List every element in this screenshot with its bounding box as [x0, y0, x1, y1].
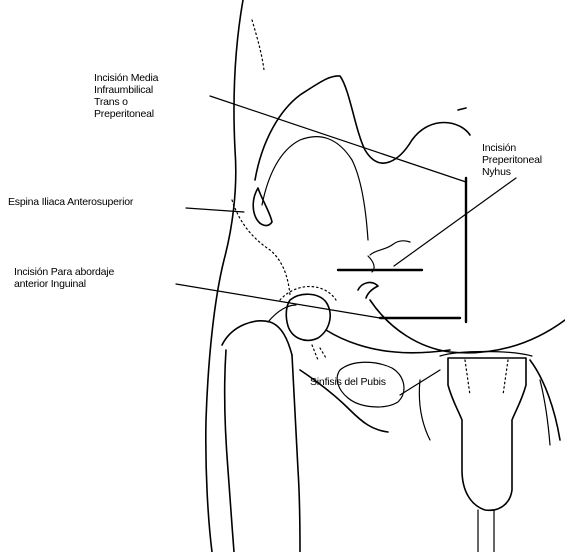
- label-incision-preperitoneal: Incisión Preperitoneal Nyhus: [482, 142, 542, 178]
- superior-pubic-ramus: [326, 330, 450, 353]
- right-ramus-lower: [419, 380, 430, 440]
- label-espina-iliaca-line1: Espina Iliaca Anterosuperior: [8, 196, 133, 208]
- label-incision-preperitoneal-line1: Incisión: [482, 142, 542, 154]
- right-pubic-ramus: [530, 360, 560, 440]
- leader-sinfisis: [400, 370, 440, 395]
- femur-shaft-right: [292, 355, 300, 552]
- femur-neck-line: [268, 305, 296, 322]
- label-incision-preperitoneal-line3: Nyhus: [482, 166, 542, 178]
- anterior-superior-iliac-spine: [253, 188, 272, 225]
- label-incision-inguinal-line2: anterior Inguinal: [14, 278, 114, 290]
- femur-shaft-left: [225, 350, 234, 552]
- femur-greater-trochanter: [222, 321, 292, 355]
- label-incision-inguinal: Incisión Para abordaje anterior Inguinal: [14, 266, 114, 290]
- pelvis-inlet-right: [370, 300, 565, 353]
- label-sinfisis: Sinfisis del Pubis: [310, 376, 386, 388]
- iliac-crest-outline: [255, 76, 470, 180]
- label-incision-media-line4: Preperitoneal: [94, 108, 158, 120]
- label-espina-iliaca: Espina Iliaca Anterosuperior: [8, 196, 133, 208]
- label-incision-media: Incisión Media Infraumbilical Trans o Pr…: [94, 72, 158, 120]
- iliac-wing-inner: [262, 137, 368, 240]
- label-incision-media-line3: Trans o: [94, 96, 158, 108]
- acetabulum-dotted: [280, 287, 336, 301]
- nyhus-top-mark: [458, 108, 466, 110]
- right-ramus-lower-2: [540, 380, 550, 445]
- label-incision-media-line1: Incisión Media: [94, 72, 158, 84]
- label-incision-inguinal-line1: Incisión Para abordaje: [14, 266, 114, 278]
- sacral-promontory: [370, 241, 410, 255]
- leader-incision-media: [210, 96, 466, 182]
- label-sinfisis-line1: Sinfisis del Pubis: [310, 376, 386, 388]
- femoral-head: [286, 294, 330, 340]
- label-incision-preperitoneal-line2: Preperitoneal: [482, 154, 542, 166]
- label-incision-media-line2: Infraumbilical: [94, 84, 158, 96]
- upper-dotted-contour: [252, 20, 264, 70]
- leader-nyhus: [394, 178, 516, 266]
- ilium-dotted-contour: [232, 200, 290, 295]
- leader-incision-inguinal: [176, 284, 380, 318]
- body-outline-left: [206, 0, 243, 552]
- pubic-symphysis-inner: [465, 360, 508, 395]
- pubic-symphysis-block: [448, 358, 526, 510]
- small-structure-1: [358, 283, 378, 298]
- pelvis-dotted-marks: [312, 345, 326, 360]
